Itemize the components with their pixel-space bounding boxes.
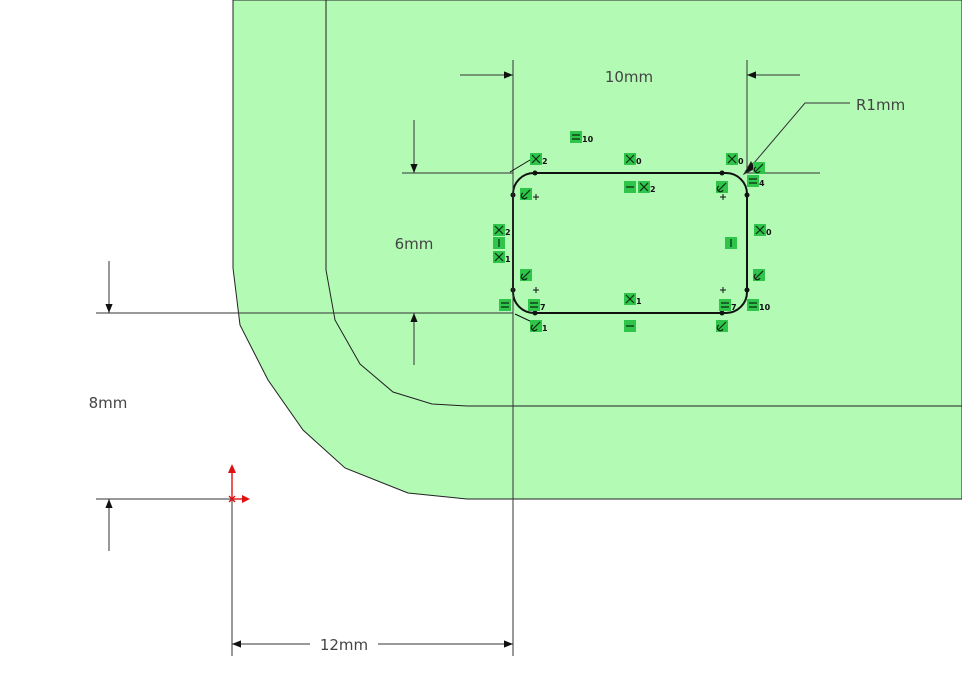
relation-count: 0 xyxy=(766,228,772,237)
relation-tangent-icon[interactable] xyxy=(716,181,728,193)
relation-equal-icon[interactable]: 10 xyxy=(747,299,771,312)
relation-count: 10 xyxy=(759,303,771,312)
sketch-face[interactable] xyxy=(232,0,962,500)
sketch-point[interactable] xyxy=(719,310,725,316)
relation-count: 1 xyxy=(505,255,511,264)
relation-count: 0 xyxy=(738,157,744,166)
arc-center-mark[interactable] xyxy=(720,287,726,293)
dimension-label-8mm[interactable]: 8mm xyxy=(89,394,128,412)
arc-center-mark[interactable] xyxy=(533,194,539,200)
relation-count: 10 xyxy=(582,135,594,144)
sketch-points xyxy=(510,170,750,316)
sketch-point[interactable] xyxy=(744,192,750,198)
origin-icon[interactable] xyxy=(228,464,250,503)
sketch-point[interactable] xyxy=(744,287,750,293)
dimension-10mm[interactable] xyxy=(460,60,800,313)
relation-coincident-icon[interactable]: 0 xyxy=(624,153,642,166)
relation-equal-icon[interactable] xyxy=(499,299,511,311)
relation-coincident-icon[interactable]: 2 xyxy=(638,181,656,194)
relation-tangent-icon[interactable]: 1 xyxy=(530,320,548,333)
relation-coincident-icon[interactable]: 2 xyxy=(493,224,511,237)
relation-coincident-icon[interactable]: 1 xyxy=(493,251,511,264)
inner-face-edge[interactable] xyxy=(325,0,962,407)
tangent-tick xyxy=(514,313,533,323)
sketch-point[interactable] xyxy=(532,170,538,176)
relation-coincident-icon[interactable]: 0 xyxy=(726,153,744,166)
dimension-label-r1mm[interactable]: R1mm xyxy=(856,96,905,114)
dimension-label-10mm[interactable]: 10mm xyxy=(605,68,653,86)
relation-coincident-icon[interactable]: 2 xyxy=(530,153,548,166)
sketch-point[interactable] xyxy=(532,310,538,316)
relation-equal-icon[interactable]: 7 xyxy=(719,299,737,312)
relation-coincident-icon[interactable]: 0 xyxy=(754,224,772,237)
dimension-label-12mm[interactable]: 12mm xyxy=(320,636,368,654)
relation-count: 7 xyxy=(540,303,546,312)
tangent-tick xyxy=(509,159,531,173)
sketch-point[interactable] xyxy=(719,170,725,176)
arc-center-mark[interactable] xyxy=(720,194,726,200)
relation-tangent-icon[interactable] xyxy=(520,269,532,281)
relation-tangent-icon[interactable] xyxy=(753,269,765,281)
relation-count: 2 xyxy=(650,185,656,194)
relation-equal-icon[interactable]: 4 xyxy=(747,175,765,188)
relation-horizontal-icon[interactable] xyxy=(624,181,636,193)
relation-tangent-icon[interactable] xyxy=(753,162,765,174)
arc-center-mark[interactable] xyxy=(533,287,539,293)
relation-count: 0 xyxy=(636,157,642,166)
relation-horizontal-icon[interactable] xyxy=(624,320,636,332)
relation-count: 1 xyxy=(542,324,548,333)
relation-tangent-icon[interactable] xyxy=(520,188,532,200)
dimension-8mm[interactable] xyxy=(96,261,513,551)
relation-count: 7 xyxy=(731,303,737,312)
relation-tangent-icon[interactable] xyxy=(716,320,728,332)
dimension-12mm[interactable] xyxy=(231,313,514,656)
relation-equal-icon[interactable]: 7 xyxy=(528,299,546,312)
relation-vertical-icon[interactable] xyxy=(725,237,737,249)
arc-center-marks xyxy=(533,194,726,293)
relation-vertical-icon[interactable] xyxy=(493,237,505,249)
relation-count: 2 xyxy=(542,157,548,166)
relation-count: 4 xyxy=(759,179,765,188)
relation-count: 1 xyxy=(636,297,642,306)
relation-equal-icon[interactable]: 10 xyxy=(570,131,594,144)
relation-coincident-icon[interactable]: 1 xyxy=(624,293,642,306)
dimension-label-6mm[interactable]: 6mm xyxy=(395,235,434,253)
relation-count: 2 xyxy=(505,228,511,237)
